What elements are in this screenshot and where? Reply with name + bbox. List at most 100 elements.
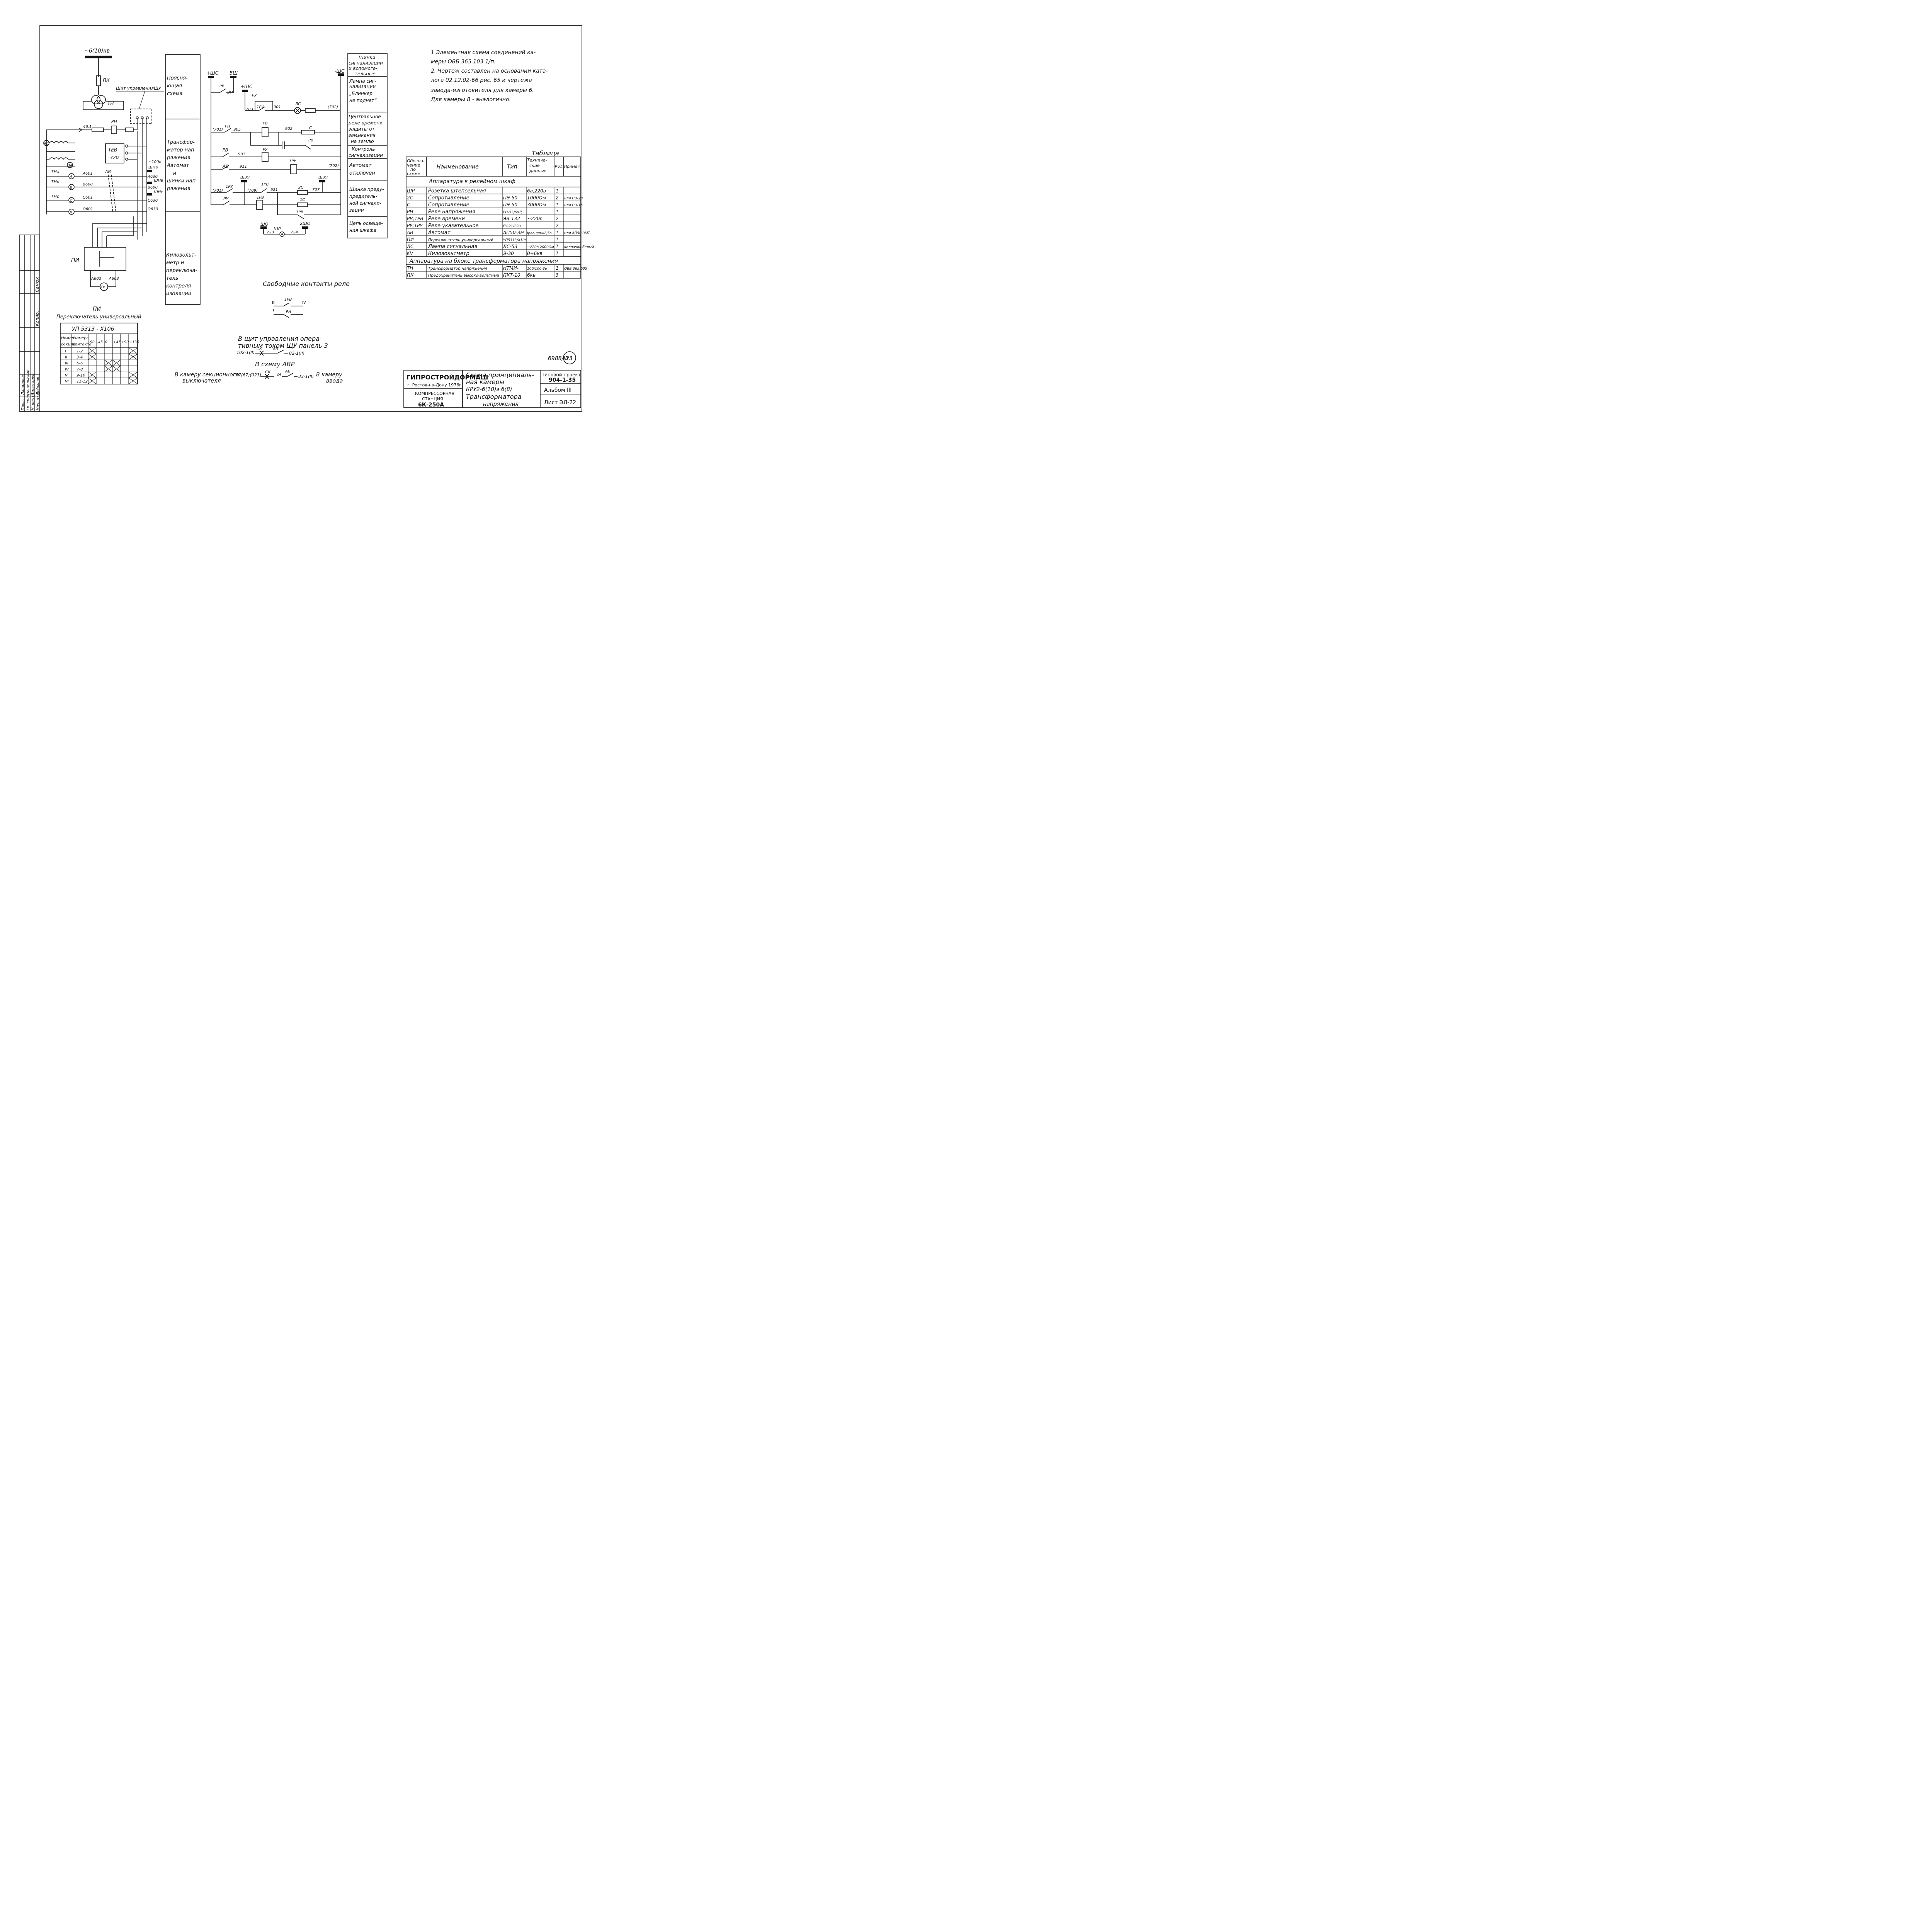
svg-text:Тип: Тип (507, 164, 517, 170)
svg-text:Семюк: Семюк (35, 277, 40, 292)
svg-text:I: I (273, 308, 274, 313)
notes: 1.Элементная схема соединений ка- меры О… (430, 49, 548, 103)
svg-text:Примеч.: Примеч. (564, 165, 581, 169)
rows1-cell: 1 (556, 209, 559, 214)
rows1-cell: 2 (556, 223, 559, 228)
rows1-cell: ПЭ-50 (503, 195, 517, 201)
svg-text:Щит управленияЩУ: Щит управленияЩУ (116, 86, 162, 91)
rows2-cell: 100/100:3в (527, 267, 547, 271)
svg-text:6988/III: 6988/III (548, 355, 568, 362)
pi-closed-mark (88, 354, 97, 360)
rows1-cell: Iрасцеп=2,5а (527, 231, 552, 235)
svg-text:907: 907 (238, 152, 246, 156)
svg-text:Кол.: Кол. (555, 165, 564, 169)
pi-closed-mark (104, 359, 113, 366)
tn-winding-1 (91, 95, 100, 104)
svg-text:КОМПРЕССОРНАЯ: КОМПРЕССОРНАЯ (415, 391, 454, 396)
svg-text:Наименование: Наименование (437, 164, 479, 170)
rows1-cell: ЛС-53 (503, 244, 517, 249)
rows1-cell: ЭВ-132 (503, 216, 520, 221)
rows1-cell: или АП50-3МТ (564, 231, 590, 235)
rows1-cell: 1 (556, 237, 559, 242)
svg-text:921: 921 (270, 188, 278, 192)
svg-text:Лист ЭЛ-22: Лист ЭЛ-22 (544, 400, 576, 406)
svg-text:KV: KV (100, 286, 105, 289)
rows1-cell: 3000Ом (527, 202, 546, 207)
hv-bus (85, 56, 112, 58)
svg-text:РВ: РВ (223, 148, 228, 153)
svg-text:ЗА: ЗА (68, 164, 72, 168)
svg-text:В камеру секционного: В камеру секционного (175, 372, 239, 378)
svg-text:911: 911 (240, 165, 247, 169)
pi-section: III (65, 361, 68, 366)
svg-text:ввода: ввода (326, 378, 343, 384)
svg-text:Гр. спец.: Гр. спец. (26, 393, 31, 410)
svg-text:1РВ: 1РВ (296, 210, 303, 214)
pi-section: VI (65, 379, 69, 384)
svg-text:(702): (702) (328, 105, 338, 109)
svg-text:напряжения: напряжения (483, 401, 519, 407)
rows2-cell: ПК (407, 272, 414, 278)
rows2-cell: НТМИ- (503, 265, 519, 271)
svg-text:23: 23 (566, 355, 573, 362)
svg-text:АВ: АВ (285, 369, 291, 374)
svg-text:О601: О601 (83, 207, 93, 211)
svg-text:А603: А603 (109, 277, 119, 281)
drawing-frame (39, 25, 582, 412)
svg-text:~100в: ~100в (148, 160, 161, 164)
svg-text:С630: С630 (148, 199, 158, 203)
svg-text:ТНв: ТНв (51, 179, 59, 184)
svg-text:РУ: РУ (263, 148, 268, 152)
svg-text:2. Чертеж составлен на основан: 2. Чертеж составлен на основании ката- (431, 68, 548, 74)
pi-closed-mark (88, 371, 97, 378)
svg-text:СК: СК (257, 347, 262, 351)
pi-contacts: 1-2 (77, 349, 83, 354)
pi-closed-mark (88, 347, 97, 354)
rows1-cell: ШР (407, 188, 415, 194)
tev-320-box (105, 143, 124, 163)
svg-text:1РВ: 1РВ (261, 182, 269, 187)
rows1-cell: Э-30 (503, 251, 514, 256)
svg-text:Копир.: Копир. (35, 311, 40, 326)
rows1-cell: Розетка штепсельная (428, 188, 486, 194)
svg-text:Нач. отд.: Нач. отд. (36, 392, 40, 410)
pi-switch-table: ПИ Переключатель универсальный УП 5313 -… (56, 306, 141, 384)
rows1-cell: Переключатель универсальный (428, 238, 493, 242)
svg-text:УП 5313 - Х106: УП 5313 - Х106 (72, 326, 114, 332)
rows1-cell: ПИ (407, 237, 414, 242)
tn-winding-3 (94, 100, 103, 109)
svg-text:РН: РН (286, 310, 291, 314)
pi-closed-mark (128, 347, 138, 354)
svg-text:лога 02.12.02-66 рис. 65 и чер: лога 02.12.02-66 рис. 65 и чертежа (430, 77, 532, 83)
rows1-cell: Киловольтметр (428, 251, 469, 257)
rows1-cell: РН (407, 209, 413, 214)
rows1-cell: Реле указательное (428, 223, 479, 229)
pi-section: II (65, 355, 67, 360)
rows1-cell: Автомат (428, 230, 451, 236)
svg-text:02-1(II): 02-1(II) (289, 351, 304, 356)
svg-text:Альбом III: Альбом III (544, 387, 571, 393)
supply-voltage: ~6(10)кв (84, 48, 110, 54)
rows2-cell: 1 (556, 265, 559, 271)
rows2-cell: ТН (407, 265, 413, 271)
svg-text:-ШС: -ШС (335, 68, 345, 74)
svg-text:С601: С601 (83, 196, 93, 200)
svg-text:+ШС: +ШС (240, 84, 253, 89)
svg-text:ШО: ШО (260, 222, 269, 227)
pi-closed-mark (112, 359, 121, 366)
rows1-cell: 1000Ом (527, 195, 546, 201)
pi-section: IV (65, 367, 69, 372)
rows1-cell: РУ-21/220 (503, 224, 521, 228)
pi-contacts: 7-8 (77, 367, 83, 372)
svg-text:КРУ2-6(10)э 6(8): КРУ2-6(10)э 6(8) (466, 386, 512, 393)
svg-text:АД: АД (43, 142, 49, 146)
svg-text:А601: А601 (82, 172, 93, 176)
svg-text:А630: А630 (147, 175, 158, 179)
phase-lines: А В С 0 (46, 173, 147, 215)
rows2-cell: 3 (556, 272, 559, 278)
svg-text:г. Ростов-на-Дону 1976г.: г. Ростов-на-Дону 1976г. (407, 383, 463, 388)
